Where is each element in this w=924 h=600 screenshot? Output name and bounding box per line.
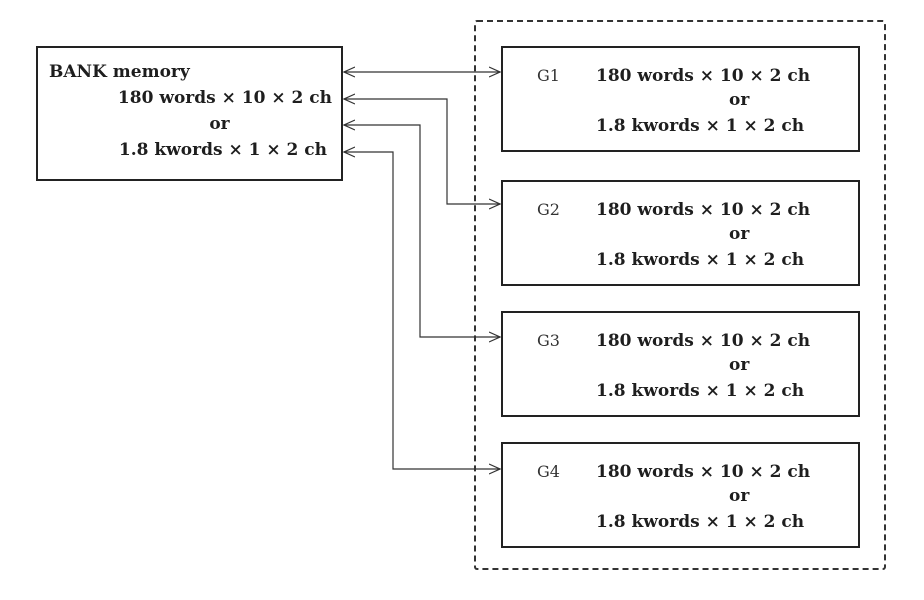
group-label: G2 [537,200,560,219]
group-box-g1: G1 180 words × 10 × 2 ch or 1.8 kwords ×… [501,46,860,152]
group-spec-or: or [729,224,750,244]
wire-bank-g3 [344,125,500,337]
bank-spec-or: or [209,114,230,134]
bank-title: BANK memory [49,62,190,82]
group-spec-or: or [729,355,750,375]
group-spec-or: or [729,486,750,506]
bank-spec-line1: 180 words × 10 × 2 ch [117,88,332,108]
group-spec-or: or [729,90,750,110]
bank-spec-line3: 1.8 kwords × 1 × 2 ch [118,140,327,160]
group-spec-line1: 180 words × 10 × 2 ch [596,66,811,86]
group-spec-line1: 180 words × 10 × 2 ch [596,462,811,482]
group-box-g4: G4 180 words × 10 × 2 ch or 1.8 kwords ×… [501,442,860,548]
group-spec-line3: 1.8 kwords × 1 × 2 ch [596,381,805,401]
bank-memory-box: BANK memory 180 words × 10 × 2 ch or 1.8… [36,46,343,181]
group-label: G4 [537,462,560,481]
group-label: G3 [537,331,560,350]
group-spec-line3: 1.8 kwords × 1 × 2 ch [596,250,805,270]
group-box-g2: G2 180 words × 10 × 2 ch or 1.8 kwords ×… [501,180,860,286]
group-spec-line1: 180 words × 10 × 2 ch [596,331,811,351]
group-spec-line1: 180 words × 10 × 2 ch [596,200,811,220]
group-box-g3: G3 180 words × 10 × 2 ch or 1.8 kwords ×… [501,311,860,417]
group-spec-line3: 1.8 kwords × 1 × 2 ch [596,116,805,136]
group-label: G1 [537,66,560,85]
wire-bank-g4 [344,152,500,469]
group-spec-line3: 1.8 kwords × 1 × 2 ch [596,512,805,532]
